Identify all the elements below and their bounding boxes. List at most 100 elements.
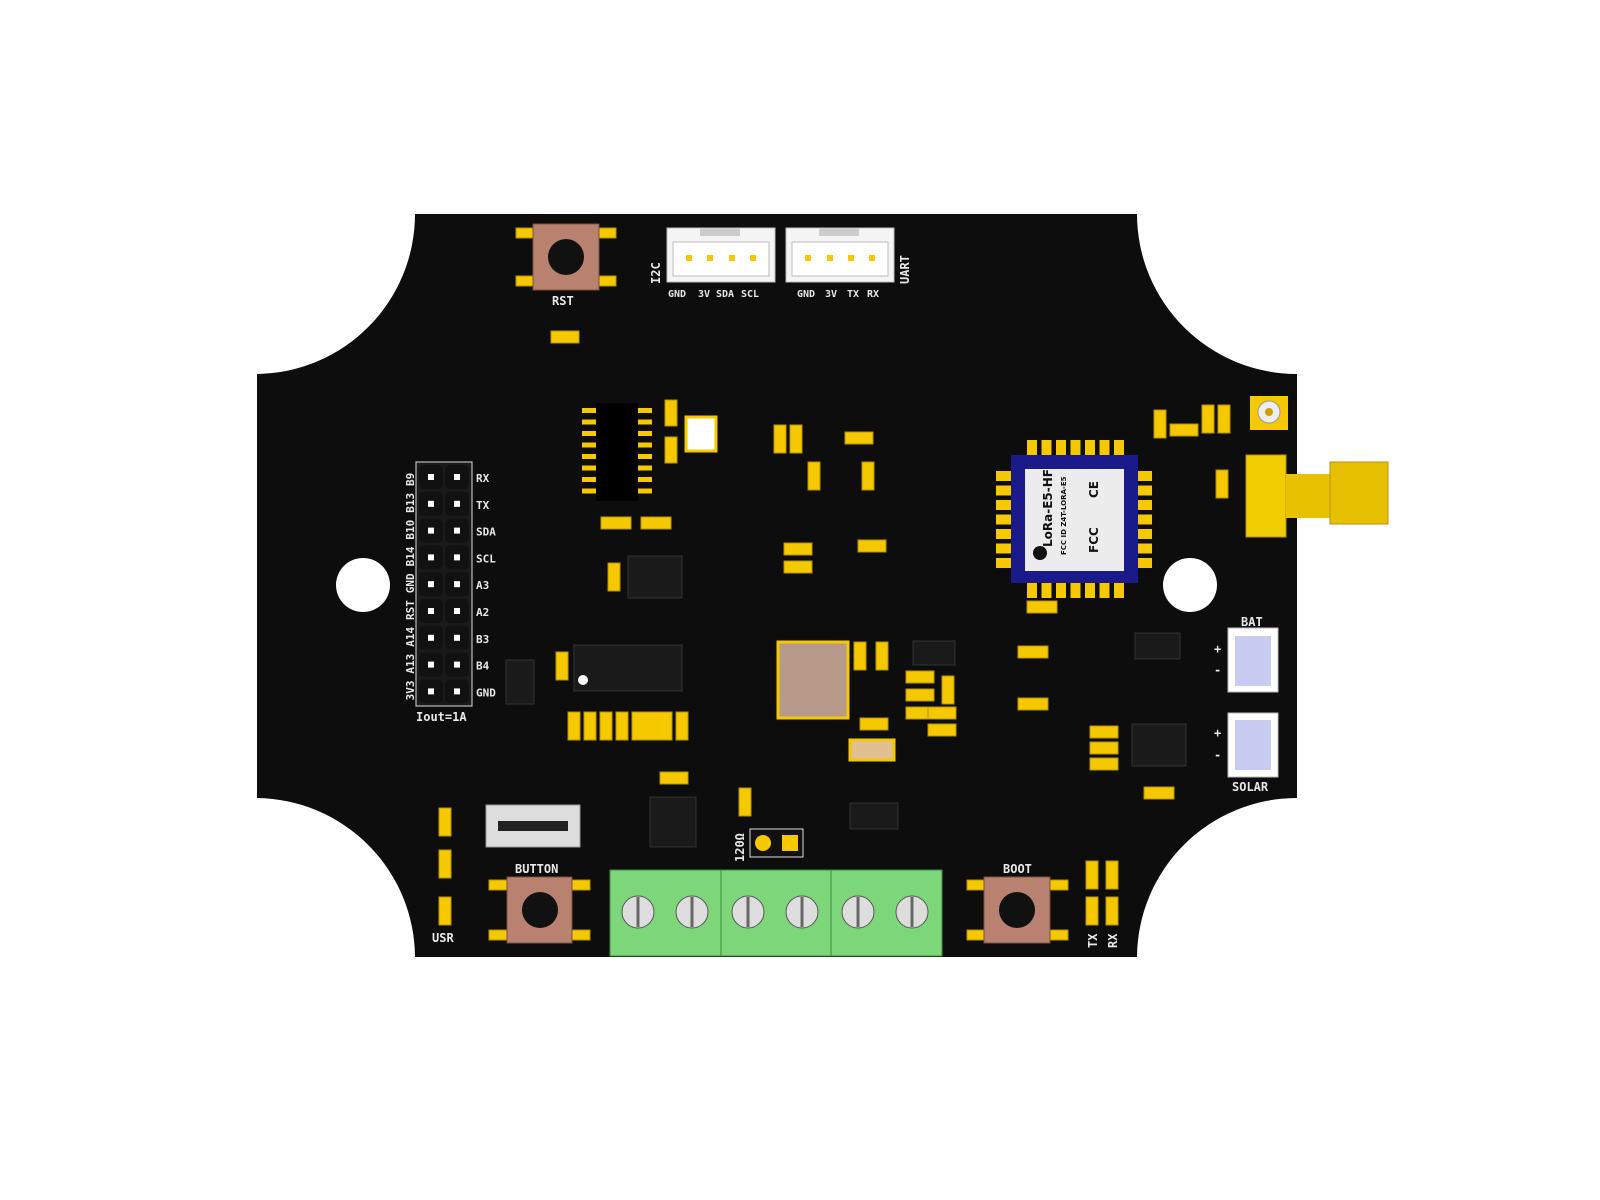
capacitor xyxy=(848,738,896,762)
header-left-label: B14 xyxy=(404,546,417,566)
header-pin xyxy=(428,500,434,507)
termination-jumper[interactable] xyxy=(749,828,804,858)
smd-component xyxy=(1105,896,1119,926)
i2c-pin-label: SDA xyxy=(716,289,734,300)
diode xyxy=(505,659,535,705)
header-left-label: B10 xyxy=(404,520,417,540)
boot-button[interactable] xyxy=(966,876,1069,944)
smd-component xyxy=(1085,896,1099,926)
header-left-label: RST xyxy=(404,600,417,620)
uart-label: UART xyxy=(898,255,912,284)
diode xyxy=(1134,632,1181,660)
header-pin xyxy=(454,581,460,588)
smd-component xyxy=(789,424,803,454)
smd-component xyxy=(615,711,629,741)
smd-component xyxy=(1089,725,1119,739)
smd-resistor xyxy=(550,330,580,344)
header-left-label: GND xyxy=(404,573,417,593)
bat-label: BAT xyxy=(1241,615,1263,629)
smd-component xyxy=(1143,786,1175,800)
header-left-label: B13 xyxy=(404,493,417,513)
solar-label: SOLAR xyxy=(1232,780,1269,794)
ufl-connector[interactable] xyxy=(1250,396,1288,430)
smd-component xyxy=(861,461,875,491)
module-ce-mark: CE xyxy=(1087,481,1101,498)
module-name: LoRa-E5-HF xyxy=(1041,469,1055,547)
ic-soic-16 xyxy=(582,403,652,501)
smd-component xyxy=(600,516,632,530)
diode xyxy=(912,640,956,666)
ic-soic-8 xyxy=(627,555,683,599)
header-right-label: B4 xyxy=(476,660,490,673)
bat-connector[interactable] xyxy=(1227,627,1279,693)
solar-connector[interactable] xyxy=(1227,712,1279,778)
smd-component xyxy=(1201,404,1215,434)
header-pin xyxy=(428,688,434,695)
i2c-connector[interactable] xyxy=(666,227,776,283)
smd-component xyxy=(659,771,689,785)
smd-component xyxy=(807,461,821,491)
terminal-block[interactable] xyxy=(609,869,943,957)
header-pin xyxy=(428,581,434,588)
header-left-label: A14 xyxy=(404,627,417,647)
smd-component xyxy=(664,399,678,427)
i2c-pin-label: SCL xyxy=(741,289,759,300)
smd-component xyxy=(1026,600,1058,614)
uart-connector[interactable] xyxy=(785,227,895,283)
header-right-label: GND xyxy=(476,686,496,699)
user-button[interactable] xyxy=(488,876,591,944)
smd-component xyxy=(1169,423,1199,437)
smd-component xyxy=(875,641,889,671)
smd-component xyxy=(738,787,752,817)
header-pin xyxy=(454,634,460,641)
smd-component xyxy=(783,560,813,574)
smd-component xyxy=(438,807,452,837)
button-label: BUTTON xyxy=(515,862,558,876)
smd-component xyxy=(927,706,957,720)
smd-component xyxy=(1105,860,1119,890)
header-pin xyxy=(454,554,460,561)
slide-switch[interactable] xyxy=(485,804,581,848)
smd-component xyxy=(555,651,569,681)
header-pin xyxy=(454,608,460,614)
module-fcc-id: FCC ID Z4T-LORA-E5 xyxy=(1060,476,1068,555)
header-right-label: SDA xyxy=(476,526,496,539)
ic-soic-8 xyxy=(649,796,697,848)
inductor xyxy=(776,640,850,720)
smd-component xyxy=(631,711,673,741)
rx-led-label: RX xyxy=(1106,933,1120,948)
smd-component xyxy=(1153,409,1167,439)
ic-soic-8 xyxy=(1131,723,1187,767)
smd-component xyxy=(773,424,787,454)
header-pin xyxy=(454,527,460,534)
smd-component xyxy=(664,436,678,464)
header-right-label: SCL xyxy=(476,552,496,565)
smd-component xyxy=(853,641,867,671)
pin-header[interactable] xyxy=(415,461,473,707)
bat-plus: + xyxy=(1214,642,1221,656)
smd-component xyxy=(844,431,874,445)
smd-component xyxy=(857,539,887,553)
smd-component xyxy=(438,896,452,926)
rst-button[interactable] xyxy=(515,223,617,291)
uart-pin-label: RX xyxy=(867,289,879,300)
solar-plus: + xyxy=(1214,726,1221,740)
header-pin xyxy=(428,554,434,561)
smd-component xyxy=(1085,860,1099,890)
smd-component xyxy=(640,516,672,530)
smd-component xyxy=(583,711,597,741)
smd-component xyxy=(1089,741,1119,755)
header-right-label: A2 xyxy=(476,606,489,619)
resistor-label: 120Ω xyxy=(733,833,747,862)
crystal xyxy=(684,415,718,453)
i2c-label: I2C xyxy=(649,262,663,284)
header-right-label: B3 xyxy=(476,633,489,646)
sma-connector[interactable] xyxy=(1245,454,1389,538)
smd-component xyxy=(941,675,955,705)
diode xyxy=(849,802,899,830)
module-fcc-mark: FCC xyxy=(1087,527,1101,553)
header-pin xyxy=(454,500,460,507)
iout-label: Iout=1A xyxy=(416,710,467,724)
usr-label: USR xyxy=(432,931,454,945)
i2c-pin-label: 3V xyxy=(698,289,710,300)
